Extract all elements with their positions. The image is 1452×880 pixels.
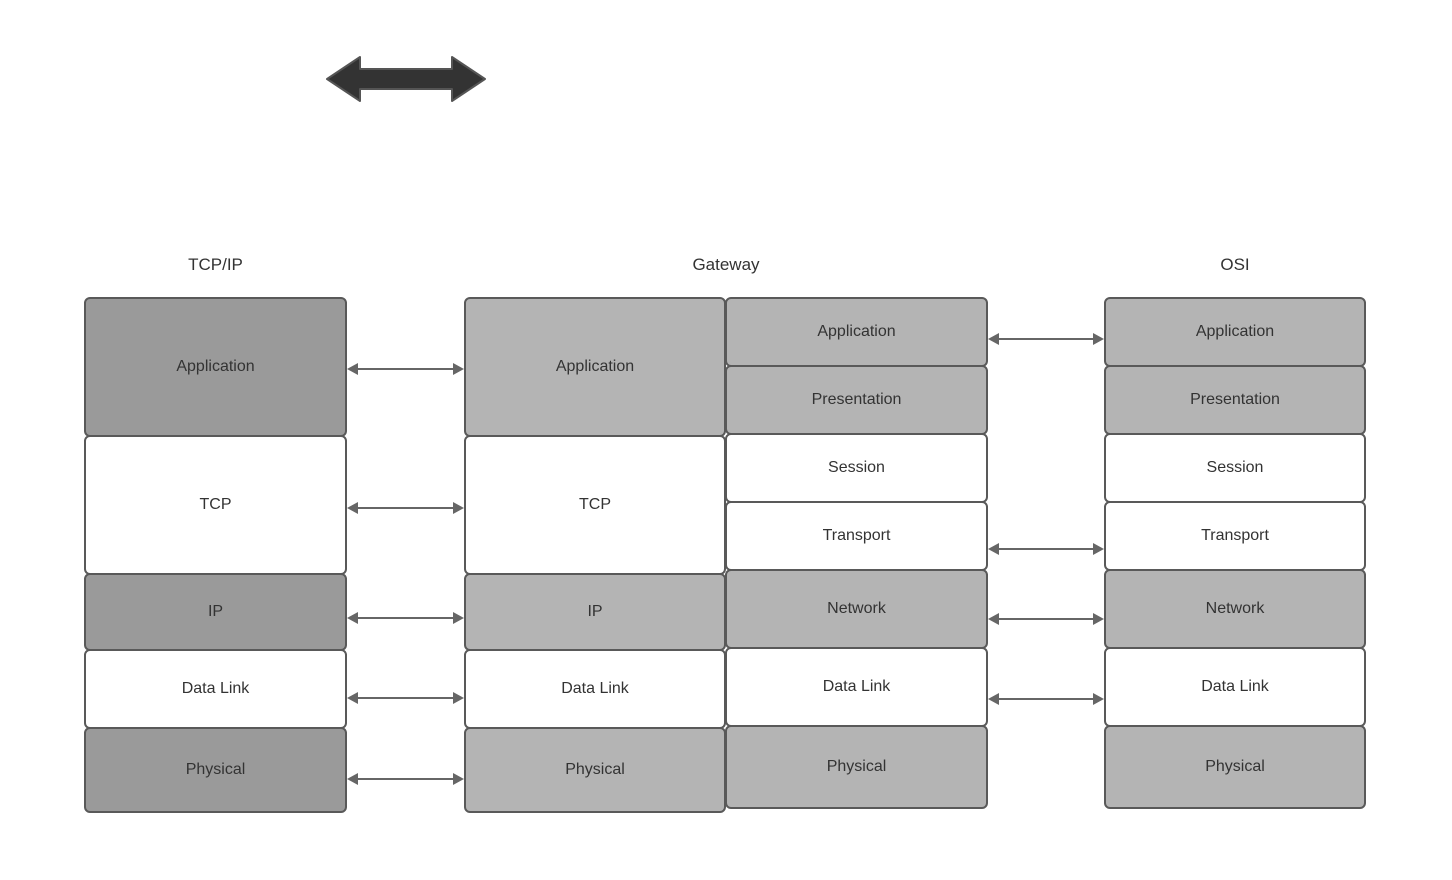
layer-gateway-left-application[interactable]: Application	[464, 297, 726, 437]
layer-gateway-right-application[interactable]: Application	[725, 297, 988, 367]
connector-gateway-osi-network	[988, 609, 1104, 629]
layer-tcpip-data-link[interactable]: Data Link	[84, 649, 347, 729]
double-headed-arrow-icon	[322, 52, 490, 106]
column-title-tcpip: TCP/IP	[188, 255, 243, 274]
layer-label: Session	[1206, 459, 1264, 476]
layer-label: Physical	[565, 761, 625, 778]
connector-tcpip-gateway-physical	[347, 769, 464, 789]
layer-label: TCP	[199, 496, 232, 513]
layer-label: Network	[827, 600, 886, 617]
layer-label: Transport	[822, 527, 891, 544]
layer-label: Session	[828, 459, 885, 476]
layer-label: Application	[817, 323, 896, 340]
layer-tcpip-physical[interactable]: Physical	[84, 727, 347, 813]
layer-osi-presentation[interactable]: Presentation	[1104, 365, 1366, 435]
layer-label: Network	[1205, 600, 1265, 617]
layer-label: Presentation	[811, 391, 902, 408]
layer-osi-application[interactable]: Application	[1104, 297, 1366, 367]
layer-label: IP	[587, 603, 603, 620]
layer-label: Presentation	[1190, 391, 1280, 408]
column-title-osi: OSI	[1220, 255, 1250, 274]
layer-label: Physical	[185, 761, 246, 778]
layer-label: Transport	[1201, 527, 1269, 544]
layer-osi-network[interactable]: Network	[1104, 569, 1366, 649]
layer-gateway-left-ip[interactable]: IP	[464, 573, 726, 651]
layer-osi-transport[interactable]: Transport	[1104, 501, 1366, 571]
layer-gateway-right-physical[interactable]: Physical	[725, 725, 988, 809]
connector-tcpip-gateway-ip	[347, 608, 464, 628]
connector-gateway-osi-transport	[988, 539, 1104, 559]
layer-gateway-right-presentation[interactable]: Presentation	[725, 365, 988, 435]
layer-label: Physical	[1205, 758, 1265, 775]
layer-tcpip-ip[interactable]: IP	[84, 573, 347, 651]
layer-gateway-right-session[interactable]: Session	[725, 433, 988, 503]
layer-gateway-right-transport[interactable]: Transport	[725, 501, 988, 571]
layer-label: Application	[176, 358, 255, 375]
layer-gateway-right-data-link[interactable]: Data Link	[725, 647, 988, 727]
layer-label: Data Link	[822, 678, 891, 695]
layer-label: Data Link	[181, 680, 250, 697]
layer-osi-session[interactable]: Session	[1104, 433, 1366, 503]
layer-gateway-left-physical[interactable]: Physical	[464, 727, 726, 813]
layer-label: Physical	[826, 758, 887, 775]
layer-label: Application	[1195, 323, 1275, 340]
layer-tcpip-application[interactable]: Application	[84, 297, 347, 437]
connector-gateway-osi-application	[988, 329, 1104, 349]
layer-gateway-right-network[interactable]: Network	[725, 569, 988, 649]
layer-label: TCP	[579, 496, 611, 513]
layer-osi-physical[interactable]: Physical	[1104, 725, 1366, 809]
connector-tcpip-gateway-application	[347, 359, 464, 379]
connector-gateway-osi-data-link	[988, 689, 1104, 709]
layer-gateway-left-data-link[interactable]: Data Link	[464, 649, 726, 729]
layer-label: Data Link	[1201, 678, 1269, 695]
layer-gateway-left-tcp[interactable]: TCP	[464, 435, 726, 575]
layer-tcpip-tcp[interactable]: TCP	[84, 435, 347, 575]
connector-tcpip-gateway-tcp	[347, 498, 464, 518]
layer-label: Data Link	[561, 680, 629, 697]
layer-label: Application	[555, 358, 635, 375]
layer-label: IP	[207, 603, 224, 620]
column-title-gateway: Gateway	[692, 255, 760, 274]
layer-osi-data-link[interactable]: Data Link	[1104, 647, 1366, 727]
connector-tcpip-gateway-data-link	[347, 688, 464, 708]
